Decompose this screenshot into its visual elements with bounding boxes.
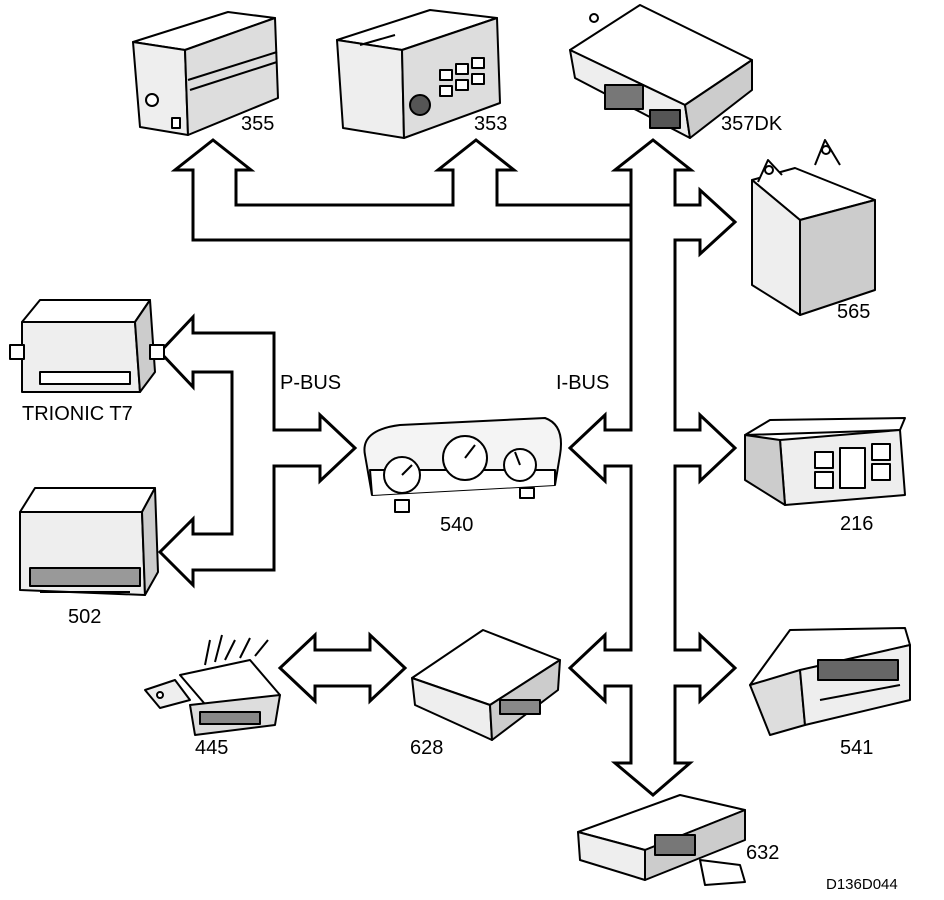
module-565-image: [751, 139, 876, 316]
p-bus-arrow: [157, 313, 358, 589]
module-357dk-image: [569, 4, 753, 139]
i-bus-trunk: [567, 138, 738, 797]
label-565: 565: [837, 301, 871, 323]
module-628-image: [411, 629, 561, 741]
module-502-image: [19, 487, 159, 596]
module-353-image: [336, 9, 501, 139]
label-541: 541: [840, 737, 874, 759]
label-632: 632: [746, 842, 780, 864]
label-353: 353: [474, 113, 508, 135]
upper-bus-arrow: [170, 138, 633, 242]
module-216-image: [744, 417, 906, 506]
label-355: 355: [241, 113, 275, 135]
module-355-image: [132, 11, 279, 136]
label-357dk: 357DK: [721, 113, 783, 135]
module-541-image: [749, 627, 911, 736]
label-502: 502: [68, 606, 102, 628]
label-p-bus: P-BUS: [280, 372, 342, 394]
figure-id: D136D044: [826, 876, 898, 893]
module-trionic-t7-image: [9, 299, 165, 393]
module-540-image: [363, 417, 562, 513]
label-445: 445: [195, 737, 229, 759]
label-216: 216: [840, 513, 874, 535]
label-540: 540: [440, 514, 474, 536]
label-i-bus: I-BUS: [556, 372, 610, 394]
module-632-image: [577, 794, 746, 886]
label-628: 628: [410, 737, 444, 759]
link-445-628-arrow: [277, 631, 408, 705]
label-trionic-t7: TRIONIC T7: [22, 403, 133, 425]
module-445-image: [144, 634, 281, 736]
